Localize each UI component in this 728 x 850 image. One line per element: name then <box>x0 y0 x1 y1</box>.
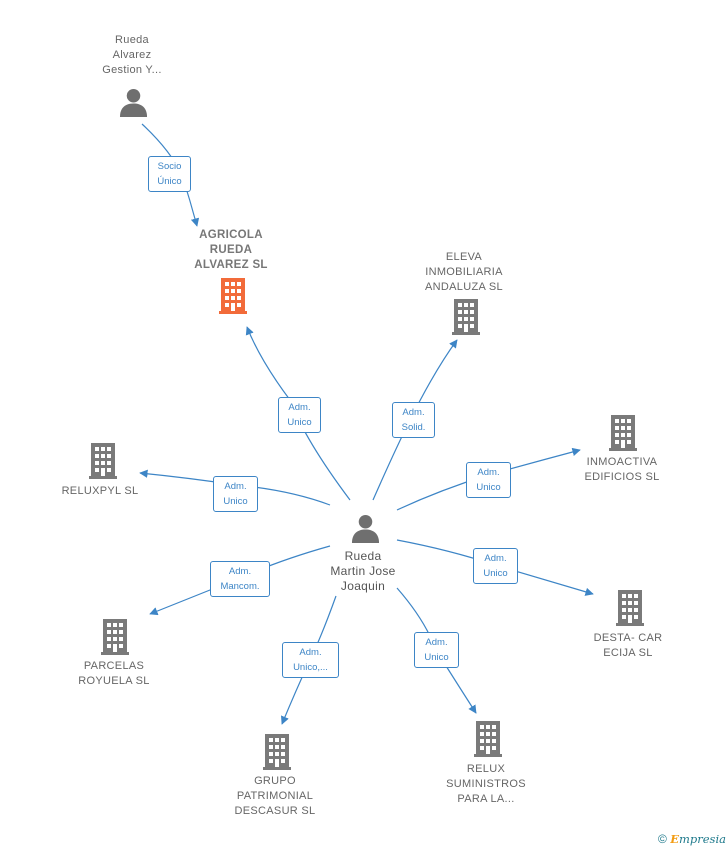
edge-badge-grupo: Adm. Unico,... <box>282 642 339 678</box>
parcelas-building-icon[interactable] <box>101 619 129 655</box>
relux-sum-label[interactable]: RELUX SUMINISTROS PARA LA... <box>446 763 526 805</box>
copyright-icon: © <box>658 832 667 846</box>
center-person-icon[interactable] <box>351 514 380 543</box>
grupo-building-icon[interactable] <box>263 734 291 770</box>
reluxpyl-building-icon[interactable] <box>89 443 117 479</box>
edge-badge-agricola: Adm. Unico <box>278 397 321 433</box>
top-person-label[interactable]: Rueda Alvarez Gestion Y... <box>102 34 162 76</box>
agricola-building-icon[interactable] <box>219 278 247 314</box>
grupo-label[interactable]: GRUPO PATRIMONIAL DESCASUR SL <box>234 775 316 817</box>
edge-badge-relux-sum: Adm. Unico <box>414 632 459 668</box>
agricola-label[interactable]: AGRICOLA RUEDA ALVAREZ SL <box>194 229 268 271</box>
eleva-building-icon[interactable] <box>452 299 480 335</box>
parcelas-label[interactable]: PARCELAS ROYUELA SL <box>78 660 150 687</box>
empresia-logo[interactable]: © Empresia <box>658 832 726 846</box>
edge-badge-parcelas: Adm. Mancom. <box>210 561 270 597</box>
edge-badge-inmoactiva: Adm. Unico <box>466 462 511 498</box>
edge-badge-socio-unico: Socio Único <box>148 156 191 192</box>
desta-building-icon[interactable] <box>616 590 644 626</box>
desta-label[interactable]: DESTA- CAR ECIJA SL <box>593 632 663 659</box>
edge-badge-desta: Adm. Unico <box>473 548 518 584</box>
relux-sum-building-icon[interactable] <box>474 721 502 757</box>
edge-badge-reluxpyl: Adm. Unico <box>213 476 258 512</box>
inmoactiva-building-icon[interactable] <box>609 415 637 451</box>
top-person-icon[interactable] <box>119 88 148 117</box>
brand-name: Empresia <box>670 832 726 846</box>
center-person-label[interactable]: Rueda Martin Jose Joaquin <box>330 549 396 593</box>
inmoactiva-label[interactable]: INMOACTIVA EDIFICIOS SL <box>584 456 660 483</box>
reluxpyl-label[interactable]: RELUXPYL SL <box>61 485 139 497</box>
eleva-label[interactable]: ELEVA INMOBILIARIA ANDALUZA SL <box>425 251 503 293</box>
edge-badge-eleva: Adm. Solid. <box>392 402 435 438</box>
